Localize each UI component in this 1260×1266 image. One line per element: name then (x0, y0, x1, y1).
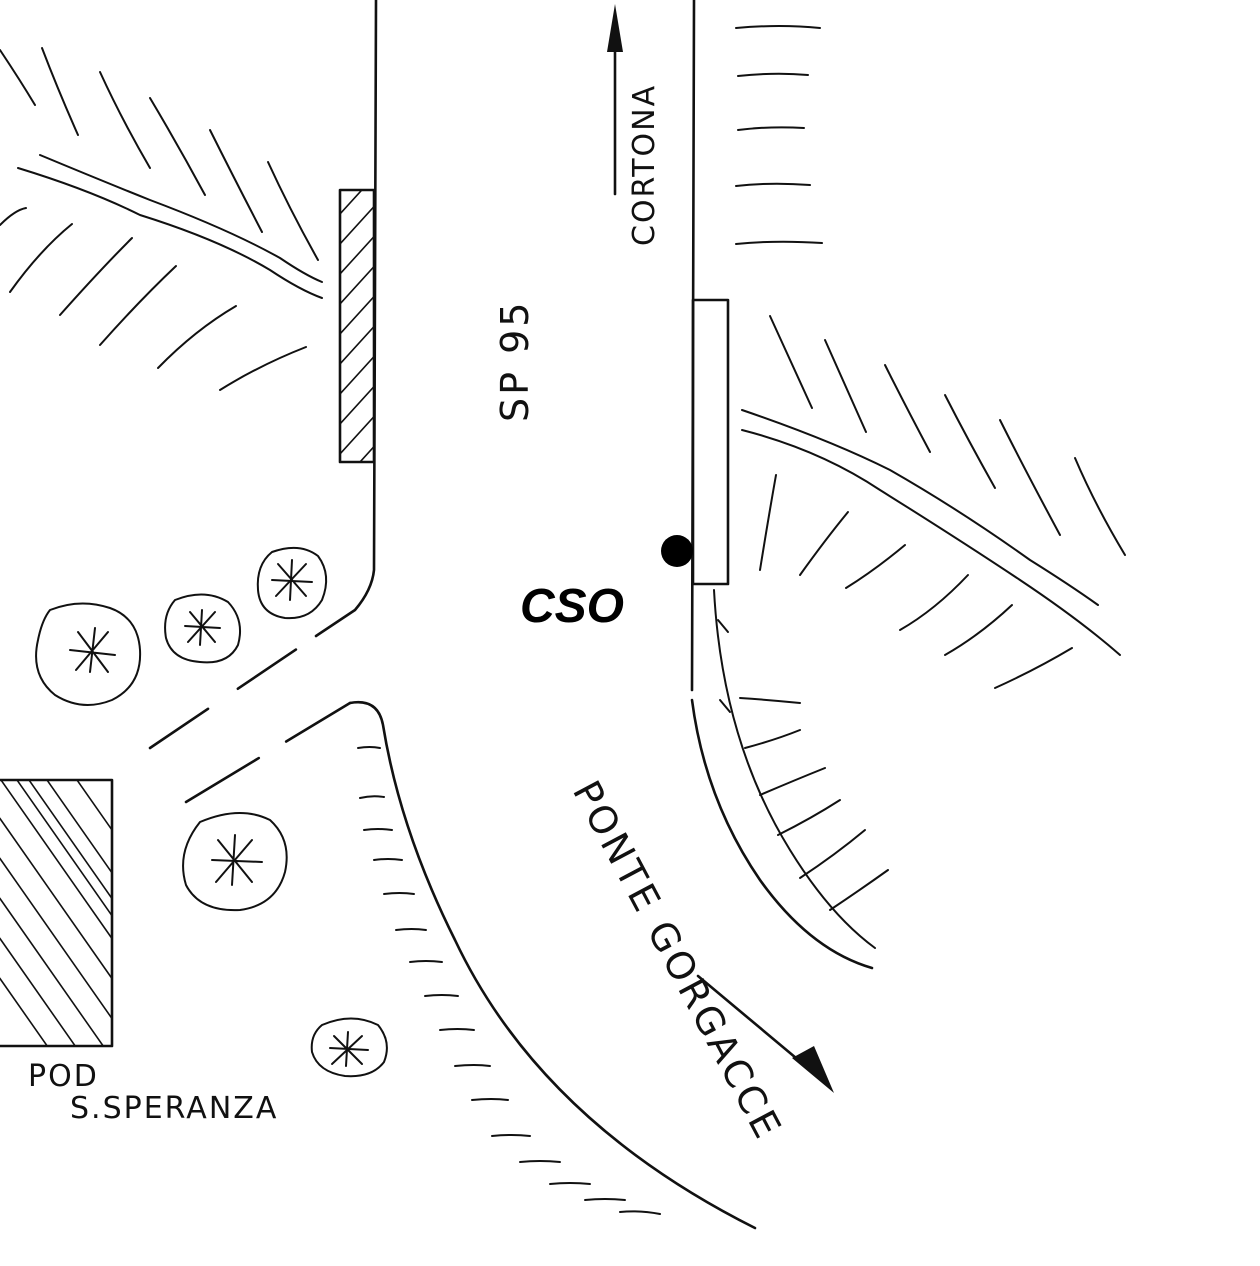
tree-icon-1 (35, 602, 142, 706)
creek-east (741, 409, 1121, 656)
road-label: SP 95 (493, 300, 537, 422)
building-west-of-road (338, 188, 376, 464)
road-east-curve-inner (713, 589, 876, 949)
direction-label-south: PONTE GORGACCE (564, 774, 791, 1148)
arrow-down-right-icon (696, 974, 834, 1093)
vegetation-east-slope (759, 315, 1126, 689)
direction-label-north: CORTONA (627, 84, 662, 246)
tree-icon-2 (164, 593, 241, 664)
cso-marker-icon (661, 535, 693, 567)
road-branch-lower-dashed (184, 701, 352, 804)
road-south-curve-west (348, 700, 757, 1230)
vegetation-northeast (735, 25, 823, 245)
vegetation-south-curve (357, 746, 661, 1215)
creek-west (17, 154, 323, 299)
road-edges (148, 0, 876, 1230)
building-pod-speranza (0, 778, 114, 1048)
road-branch-upper-dashed (148, 634, 318, 750)
vegetation-west-slope (0, 47, 319, 391)
building-east-of-road (691, 298, 730, 586)
road-west-edge (314, 0, 378, 638)
tree-icon-3 (256, 546, 328, 620)
vegetation-east-curve (717, 619, 889, 911)
road-east-curve-outer (690, 698, 874, 970)
farm-label-line2: S.SPERANZA (70, 1091, 278, 1126)
tree-icon-4 (182, 811, 288, 912)
tree-icon-5 (310, 1017, 388, 1078)
arrow-up-icon (607, 4, 623, 196)
cso-label: CSO (520, 580, 624, 633)
farm-label-line1: POD (28, 1059, 99, 1094)
